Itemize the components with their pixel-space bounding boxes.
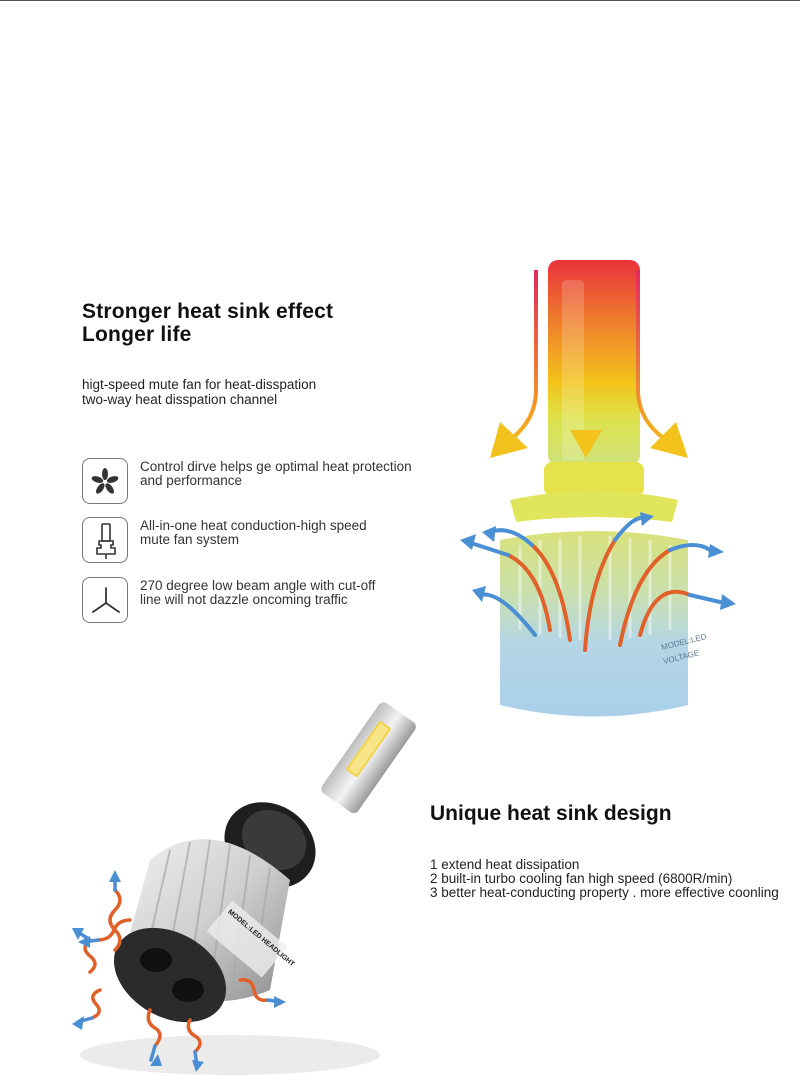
subtitle-line2: two-way heat disspation channel (82, 392, 278, 407)
subtitle: higt-speed mute fan for heat-disspation … (82, 377, 316, 407)
section2-list: 1 extend heat dissipation 2 built-in tur… (430, 858, 779, 900)
heat-flow-bulb-illustration: MODEL:LED VOLTAGE (460, 255, 736, 717)
main-heading: Stronger heat sink effect Longer life (82, 300, 333, 346)
main-heading-line2: Longer life (82, 323, 192, 346)
feature-2-line2: mute fan system (140, 532, 240, 547)
feature-text-1: Control dirve helps ge optimal heat prot… (140, 460, 412, 488)
section2-item-1: 1 extend heat dissipation (430, 857, 580, 872)
section2-item-3: 3 better heat-conducting property . more… (430, 885, 779, 900)
led-bulb-product-image: MODEL:LED HEADLIGHT (72, 702, 416, 1075)
feature-1-line2: and performance (140, 473, 243, 488)
feature-text-2: All-in-one heat conduction-high speed mu… (140, 519, 367, 547)
feature-item-3: 270 degree low beam angle with cut-off l… (82, 577, 442, 627)
main-heading-line1: Stronger heat sink effect (82, 300, 334, 323)
feature-item-1: Control dirve helps ge optimal heat prot… (82, 458, 442, 508)
feature-text-3: 270 degree low beam angle with cut-off l… (140, 579, 375, 607)
feature-2-line1: All-in-one heat conduction-high speed (140, 518, 367, 533)
feature-1-line1: Control dirve helps ge optimal heat prot… (140, 459, 412, 474)
feature-3-line1: 270 degree low beam angle with cut-off (140, 578, 376, 593)
beam-angle-icon (82, 577, 128, 623)
feature-3-line2: line will not dazzle oncoming traffic (140, 592, 348, 607)
feature-item-2: All-in-one heat conduction-high speed mu… (82, 517, 442, 567)
section2-title: Unique heat sink design (430, 802, 672, 825)
subtitle-line1: higt-speed mute fan for heat-disspation (82, 377, 317, 392)
section2-item-2: 2 built-in turbo cooling fan high speed … (430, 871, 733, 886)
fan-flower-icon (82, 458, 128, 504)
bulb-outline-icon (82, 517, 128, 563)
top-divider (0, 0, 800, 1)
